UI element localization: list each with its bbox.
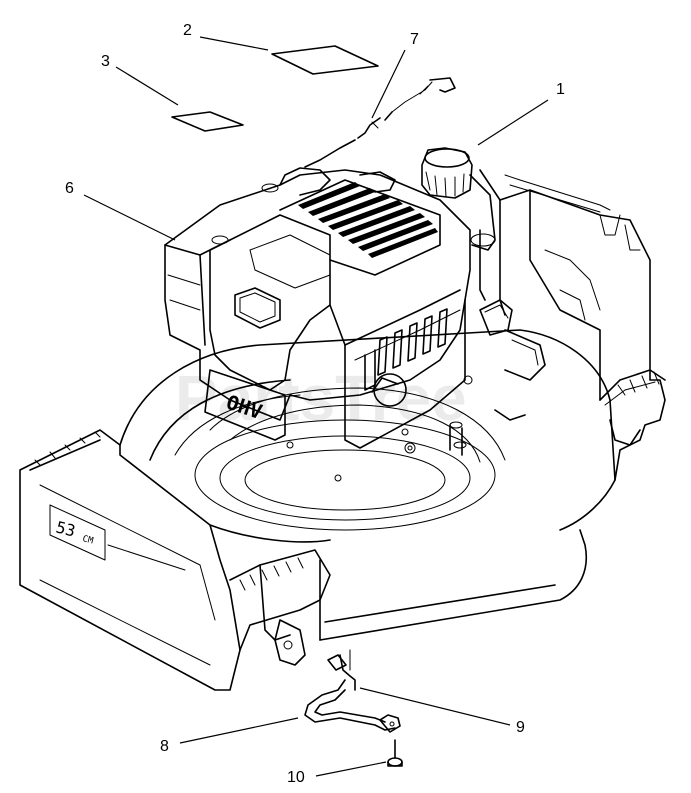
leader-7 bbox=[371, 49, 406, 119]
deck-size-label: 53 bbox=[54, 517, 77, 540]
leader-2 bbox=[199, 36, 269, 51]
throttle-cable bbox=[304, 77, 456, 168]
wheel-bracket-front bbox=[229, 549, 331, 666]
callout-10: 10 bbox=[287, 769, 305, 786]
callout-1: 1 bbox=[556, 81, 565, 98]
leader-3 bbox=[115, 66, 179, 106]
deck-unit-label: CM bbox=[81, 534, 94, 546]
leader-10 bbox=[315, 761, 387, 777]
bail-bracket bbox=[304, 649, 401, 733]
callout-3: 3 bbox=[101, 53, 110, 70]
callout-6: 6 bbox=[65, 180, 74, 197]
callout-9: 9 bbox=[516, 719, 525, 736]
side-vents bbox=[377, 308, 448, 376]
decal-small bbox=[171, 111, 244, 132]
nut bbox=[387, 739, 403, 767]
callout-2: 2 bbox=[183, 22, 192, 39]
cooling-fins bbox=[298, 182, 438, 258]
leader-9 bbox=[359, 687, 511, 726]
front-bumper: 53 CM bbox=[19, 429, 241, 691]
leader-1 bbox=[477, 99, 549, 146]
callout-7: 7 bbox=[410, 31, 419, 48]
engine: OHV bbox=[164, 147, 513, 449]
leader-8 bbox=[179, 717, 299, 744]
leader-6 bbox=[83, 194, 176, 241]
callout-8: 8 bbox=[160, 738, 169, 755]
decal-large bbox=[271, 45, 379, 75]
